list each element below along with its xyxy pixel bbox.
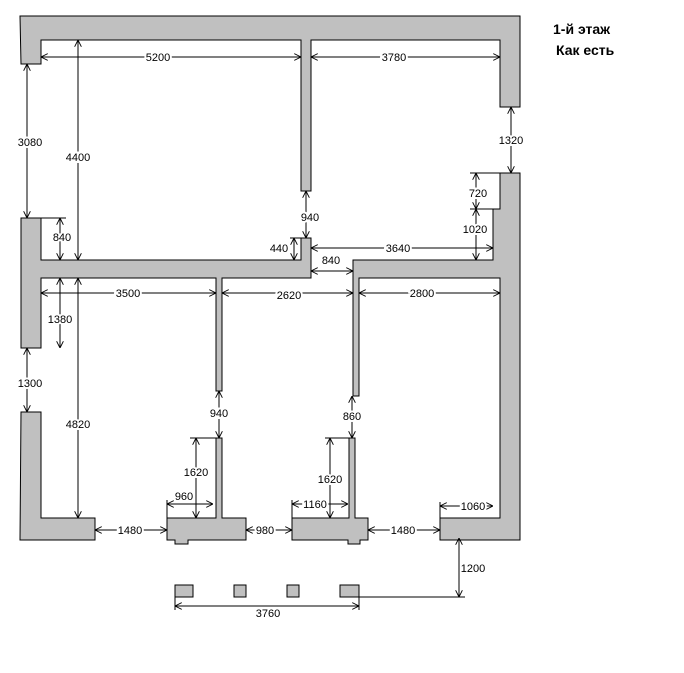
dim-label: 720: [469, 188, 487, 200]
wall-middle-left: [20, 217, 312, 392]
dim-label: 1300: [18, 378, 42, 390]
dim-label: 960: [175, 491, 193, 503]
dim-label: 5200: [146, 52, 170, 64]
extension-lines: [41, 172, 500, 610]
porch-post: [174, 584, 194, 598]
dimension-labels: 5200 3780 3080 4400 840 940 440 3640 840…: [16, 50, 525, 622]
porch-post: [233, 584, 247, 598]
dim-label: 1380: [48, 314, 72, 326]
walls: [19, 15, 521, 598]
plan-subtitle: Как есть: [556, 42, 615, 58]
dim-label: 440: [270, 243, 288, 255]
dim-label: 1320: [499, 135, 523, 147]
dim-label: 4820: [66, 419, 90, 431]
dim-label: 940: [301, 212, 319, 224]
dim-label: 3780: [382, 52, 406, 64]
dim-label: 840: [53, 232, 71, 244]
dim-label: 980: [256, 525, 274, 537]
plan-title: 1-й этаж: [553, 21, 611, 37]
dim-label: 2800: [410, 288, 434, 300]
wall-right: [352, 172, 521, 541]
porch-post: [286, 584, 300, 598]
dim-label: 860: [343, 411, 361, 423]
wall-bottom-left: [19, 411, 96, 541]
dim-label: 4400: [66, 152, 90, 164]
dimension-lines: [27, 40, 511, 606]
dim-label: 1480: [118, 525, 142, 537]
dim-label: 1160: [303, 499, 327, 511]
dim-label: 3640: [386, 243, 410, 255]
dim-label: 3500: [116, 288, 140, 300]
wall-top: [19, 15, 521, 192]
dim-label: 1060: [461, 501, 485, 513]
dim-label: 940: [210, 408, 228, 420]
dim-label: 2620: [277, 290, 301, 302]
dim-label: 1620: [318, 474, 342, 486]
dim-label: 1480: [391, 525, 415, 537]
porch-post: [339, 584, 360, 598]
dim-label: 840: [322, 255, 340, 267]
dim-label: 1620: [184, 467, 208, 479]
dim-label: 3760: [256, 608, 280, 620]
dim-label: 3080: [18, 137, 42, 149]
dim-label: 1020: [463, 224, 487, 236]
dim-label: 1200: [461, 563, 485, 575]
